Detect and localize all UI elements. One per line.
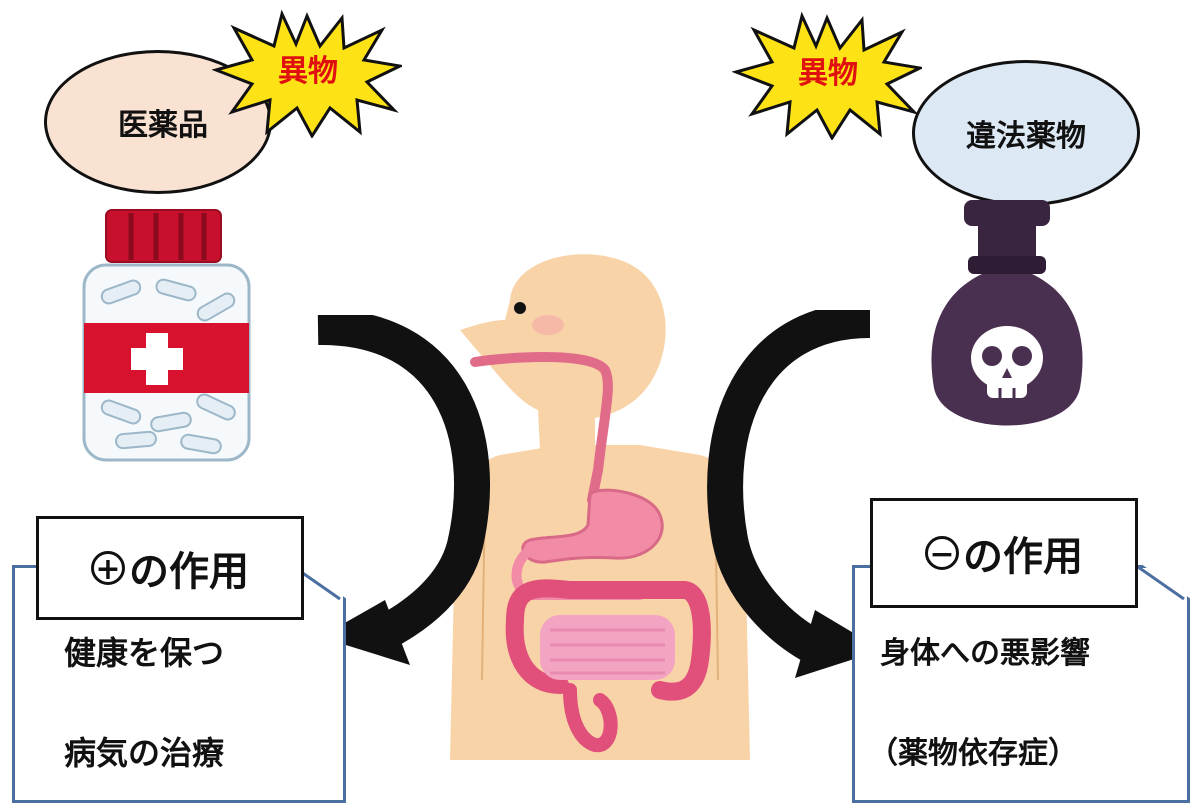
- curved-arrow-icon: [317, 315, 490, 665]
- drug-bubble: 違法薬物: [912, 60, 1140, 206]
- negative-effect-line-2: （薬物依存症）: [868, 736, 1078, 771]
- positive-effect-label: + の作用: [36, 516, 304, 620]
- curved-arrow-icon: [707, 310, 882, 678]
- poison-bottle-icon: [931, 200, 1083, 426]
- medicine-bubble-label: 医薬品: [118, 108, 208, 143]
- explosion-burst-icon: [212, 9, 402, 138]
- medicine-bottle-icon: [82, 209, 251, 462]
- negative-effect-text: の作用: [963, 534, 1083, 580]
- positive-effect-line-1: 健康を保つ: [64, 634, 225, 672]
- negative-effect-label: − の作用: [870, 498, 1138, 608]
- plus-circle-icon: +: [91, 551, 125, 586]
- positive-effect-text: の作用: [129, 549, 249, 595]
- negative-effect-line-1: 身体への悪影響: [880, 636, 1090, 671]
- note-corner-fold: [1137, 565, 1185, 601]
- explosion-burst-icon: [732, 11, 922, 140]
- left-burst-label: 異物: [278, 54, 338, 89]
- positive-effect-line-2: 病気の治療: [64, 734, 225, 772]
- minus-circle-icon: −: [925, 536, 959, 571]
- right-burst-label: 異物: [798, 56, 858, 91]
- digestive-system-figure: [450, 254, 750, 760]
- drug-bubble-label: 違法薬物: [966, 119, 1086, 154]
- skull-icon: [971, 326, 1043, 398]
